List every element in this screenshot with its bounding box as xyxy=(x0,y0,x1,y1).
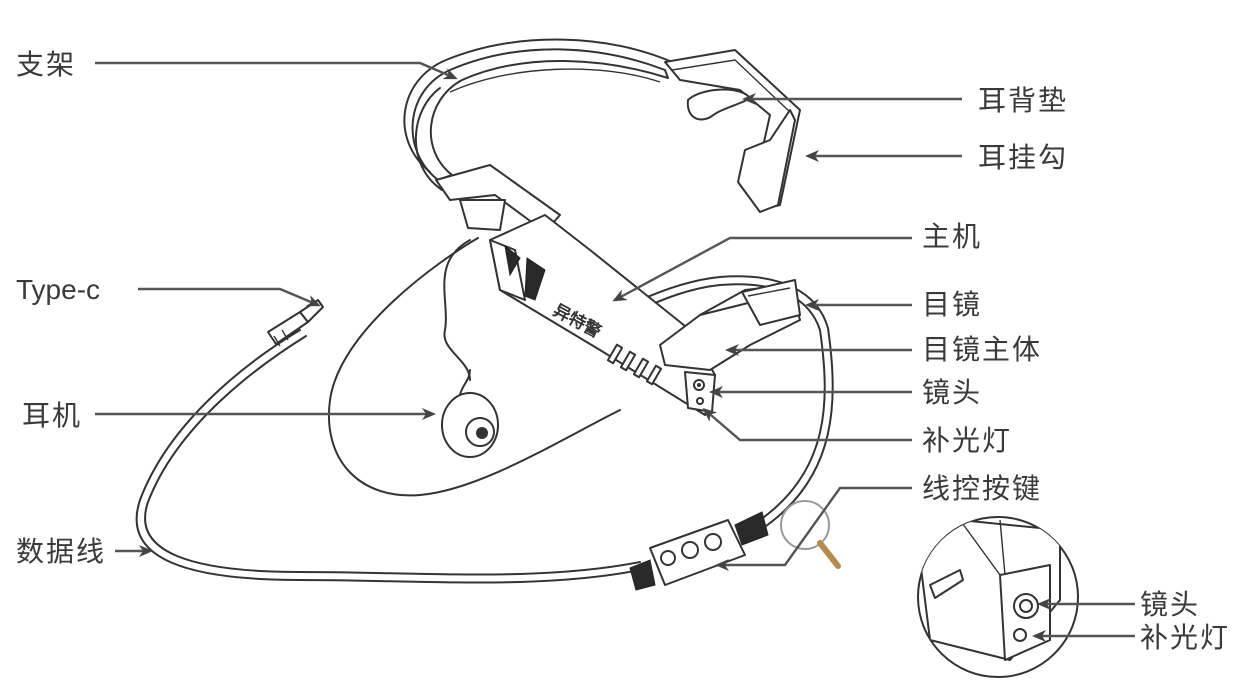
callout-labels: 支架 耳背垫 耳挂勾 主机 目镜 目镜主体 镜头 补光灯 线控按键 Type-c… xyxy=(16,48,1230,654)
leader-inline-buttons xyxy=(715,486,912,571)
label-type-c: Type-c xyxy=(16,274,100,305)
type-c-connector-illustration xyxy=(267,299,324,347)
bracket-illustration xyxy=(403,38,801,233)
leader-bracket xyxy=(95,61,458,80)
label-ear-back-pad: 耳背垫 xyxy=(978,84,1068,117)
inset-label-fill-light: 补光灯 xyxy=(1140,621,1230,654)
label-eyepiece: 目镜 xyxy=(922,288,982,321)
leader-host xyxy=(612,236,912,302)
lens-inset-zoom xyxy=(917,516,1079,678)
host-illustration: 异特警 xyxy=(489,214,801,416)
vent-slots xyxy=(606,343,663,386)
inset-label-lens: 镜头 xyxy=(1140,588,1200,621)
leader-type-c xyxy=(138,287,321,307)
label-inline-buttons: 线控按键 xyxy=(922,472,1042,505)
leader-fill-light xyxy=(702,408,912,442)
data-cable-illustration xyxy=(135,237,834,584)
leader-lines xyxy=(95,61,1135,642)
inline-control-illustration xyxy=(629,500,841,591)
label-fill-light: 补光灯 xyxy=(922,424,1012,457)
label-host: 主机 xyxy=(922,220,982,253)
label-earphone: 耳机 xyxy=(22,399,82,432)
label-ear-hook: 耳挂勾 xyxy=(978,141,1068,174)
label-lens: 镜头 xyxy=(922,376,982,409)
label-data-cable: 数据线 xyxy=(16,535,106,568)
earphone-illustration xyxy=(441,369,499,458)
label-bracket: 支架 xyxy=(16,48,76,81)
label-eyepiece-body: 目镜主体 xyxy=(922,333,1042,366)
